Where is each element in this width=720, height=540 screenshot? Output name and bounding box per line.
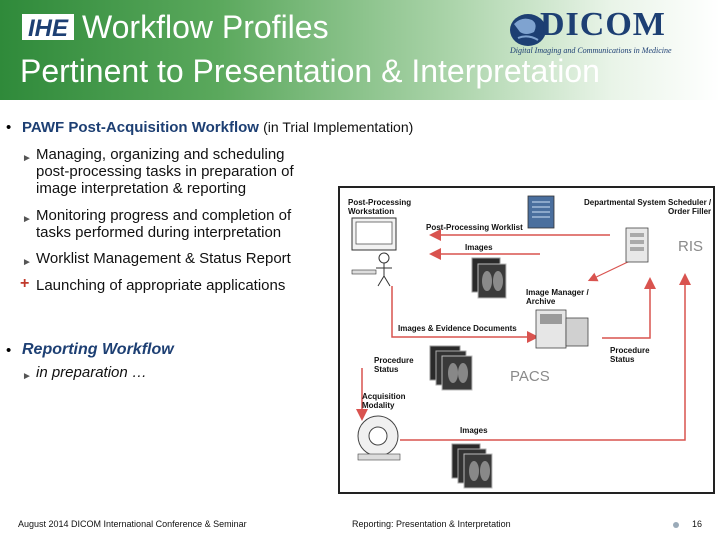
title-line-1: Workflow Profiles <box>82 9 329 45</box>
xray-stack-left-icon <box>429 345 473 391</box>
pawf-status: (in Trial Implementation) <box>263 119 414 135</box>
label-acq-modality: Acquisition Modality <box>362 392 406 410</box>
bullet-dot: • <box>6 342 12 359</box>
label-pacs: PACS <box>510 368 550 385</box>
reporting-heading: Reporting Workflow <box>22 341 174 358</box>
reporting-item-1: in preparation … <box>36 364 147 381</box>
footer-dot-icon <box>673 522 679 528</box>
label-images-bottom: Images <box>460 426 488 435</box>
pawf-code: PAWF <box>22 119 65 136</box>
image-manager-icon <box>535 309 589 349</box>
dicom-logo-text: DICOM <box>540 6 666 43</box>
bullet-dot: • <box>6 119 12 136</box>
xray-images-bottom-icon <box>451 443 493 489</box>
worklist-doc-icon <box>527 195 555 229</box>
label-post-processing-ws: Post-Processing Workstation <box>348 198 412 216</box>
pawf-item-2: Monitoring progress and completion of ta… <box>36 207 292 241</box>
dicom-tagline: Digital Imaging and Communications in Me… <box>510 46 672 55</box>
ris-to-im-arrow <box>587 259 633 282</box>
pawf-heading: PAWF Post-Acquisition Workflow (in Trial… <box>22 119 413 136</box>
modality-icon <box>357 415 401 461</box>
ihe-logo: IHE <box>22 14 74 42</box>
dicom-logo <box>510 14 546 46</box>
sub-bullet-arrow: ► <box>22 214 32 225</box>
label-images-top: Images <box>465 243 493 252</box>
sub-bullet-arrow: ► <box>22 371 32 382</box>
pawf-item-3: Worklist Management & Status Report <box>36 250 291 267</box>
ris-computer-icon <box>625 227 649 263</box>
workstation-icon <box>351 217 397 287</box>
label-dss-order-filler: Departmental System Scheduler / Order Fi… <box>584 198 712 216</box>
sub-bullet-arrow: ► <box>22 257 32 268</box>
evidence-arrow <box>391 286 539 343</box>
title-line-2: Pertinent to Presentation & Interpretati… <box>20 53 600 89</box>
label-images-evidence: Images & Evidence Documents <box>398 324 517 333</box>
label-procedure-status-right: Procedure Status <box>610 346 650 364</box>
workflow-diagram: Post-Processing Workstation Departmental… <box>338 186 715 494</box>
pawf-extra: Launching of appropriate applications <box>36 277 286 294</box>
label-pp-worklist: Post-Processing Worklist <box>426 223 523 232</box>
images-bottom-arrow <box>400 280 686 441</box>
xray-images-top-icon <box>471 257 507 299</box>
label-ris: RIS <box>678 238 704 255</box>
label-image-manager: Image Manager / Archive <box>526 288 589 306</box>
footer-center: Reporting: Presentation & Interpretation <box>352 519 511 529</box>
pawf-name: Post-Acquisition Workflow <box>68 119 259 136</box>
sub-bullet-arrow: ► <box>22 153 32 164</box>
pawf-item-1: Managing, organizing and scheduling post… <box>36 146 294 197</box>
ihe-logo-text: IHE <box>28 15 69 42</box>
page-number: 16 <box>692 519 703 529</box>
footer-left: August 2014 DICOM International Conferen… <box>18 519 247 529</box>
header-banner: IHE Workflow Profiles Pertinent to Prese… <box>0 0 720 100</box>
plus-bullet: + <box>20 275 30 292</box>
procedure-status-right-arrow <box>602 277 656 339</box>
label-procedure-status-left: Procedure Status <box>374 356 414 374</box>
diagram-graphics <box>351 195 691 489</box>
